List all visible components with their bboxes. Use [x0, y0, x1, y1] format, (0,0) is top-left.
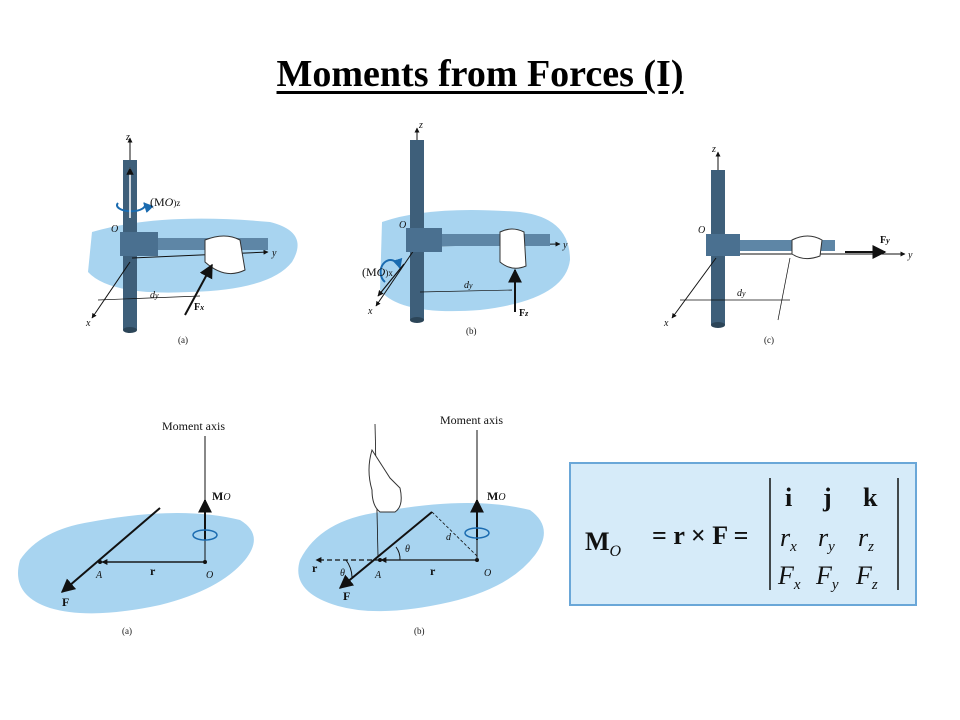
hand-icon [791, 235, 823, 260]
origin-label: O [484, 568, 491, 579]
figure-caption: (a) [178, 335, 188, 345]
r-label: r [430, 564, 436, 578]
origin-label: O [399, 220, 406, 231]
r-x: rx [780, 523, 797, 555]
wrench-figure-a: z y x O (MO)z dy Fx (a) [85, 132, 298, 345]
r-y: ry [818, 523, 835, 555]
axis-y-label: y [562, 240, 568, 251]
moment-label: MO [212, 489, 231, 503]
figure-caption: (c) [764, 335, 774, 345]
distance-label: dy [150, 290, 159, 301]
figure-caption: (b) [414, 626, 425, 636]
force-vector [338, 511, 433, 589]
rotation-icon [192, 529, 218, 541]
equation-lhs: MO [585, 527, 622, 560]
axis-z-label: z [125, 132, 130, 143]
wrench-figure-b: z y x O (MO)x dy Fz (b) [362, 120, 570, 336]
equation-box: MO = r × F = i j k rx ry rz Fx Fy Fz [569, 462, 917, 606]
point-a-label: A [374, 570, 382, 581]
f-x: Fx [777, 561, 801, 593]
theta-label-2: θ [340, 568, 345, 579]
distance-label: d [446, 532, 452, 543]
point-a-label: A [95, 570, 103, 581]
unit-i: i [785, 483, 792, 512]
wrench-handle [725, 240, 835, 251]
axis-x-label: x [663, 318, 669, 329]
moment-figure-b: Moment axis MO A O r r θ θ d F (b) [298, 413, 544, 636]
r-z: rz [858, 523, 874, 555]
axis-x-label: x [367, 306, 373, 317]
origin-label: O [206, 570, 213, 581]
hand-icon [499, 228, 527, 269]
force-vector [60, 507, 161, 593]
thumb-icon [368, 448, 402, 513]
plane-shape [380, 209, 570, 312]
origin-label: O [111, 224, 118, 235]
moment-arrow-icon [116, 202, 154, 213]
moment-label: (MO)z [150, 195, 180, 209]
theta-label: θ [405, 544, 410, 555]
axis-x-label: x [85, 318, 91, 329]
f-z: Fz [855, 561, 878, 593]
r-dashed-label: r [312, 561, 318, 575]
moment-axis-label: Moment axis [162, 419, 225, 433]
force-label: F [343, 589, 350, 603]
moment-label: MO [487, 489, 506, 503]
force-label: F [62, 595, 69, 609]
r-label: r [150, 564, 156, 578]
hand-icon [204, 235, 246, 275]
axis-y-label: y [271, 248, 277, 259]
wrench-figure-c: z y x O dy Fy (c) [663, 144, 913, 345]
force-arrow [184, 263, 213, 316]
unit-j: j [822, 483, 832, 512]
page-title: Moments from Forces (I) [276, 53, 684, 95]
unit-k: k [863, 483, 878, 512]
rotation-icon [464, 527, 490, 539]
axis-z-label: z [711, 144, 716, 155]
axis-y-label: y [907, 250, 913, 261]
moment-figure-a: Moment axis MO A O r F (a) [18, 419, 254, 636]
wrench-head [406, 228, 442, 252]
figure-caption: (a) [122, 626, 132, 636]
distance-label: dy [737, 288, 746, 299]
origin-label: O [698, 225, 705, 236]
wrench-head [706, 234, 740, 256]
equation-background [569, 462, 917, 606]
axis-z-label: z [418, 120, 423, 131]
wrench-handle [425, 234, 550, 246]
moment-arrow-icon [379, 257, 403, 283]
moment-axis-label: Moment axis [440, 413, 503, 427]
plane-shape [298, 502, 544, 612]
moment-label: (MO)x [362, 265, 393, 279]
figure-caption: (b) [466, 326, 477, 336]
force-label: Fz [519, 308, 529, 319]
f-y: Fy [815, 561, 839, 593]
force-label: Fy [880, 235, 890, 246]
force-label: Fx [194, 302, 204, 313]
equation-cross-product: = r × F = [652, 521, 748, 550]
distance-label: dy [464, 280, 473, 291]
wrench-head [120, 232, 158, 256]
